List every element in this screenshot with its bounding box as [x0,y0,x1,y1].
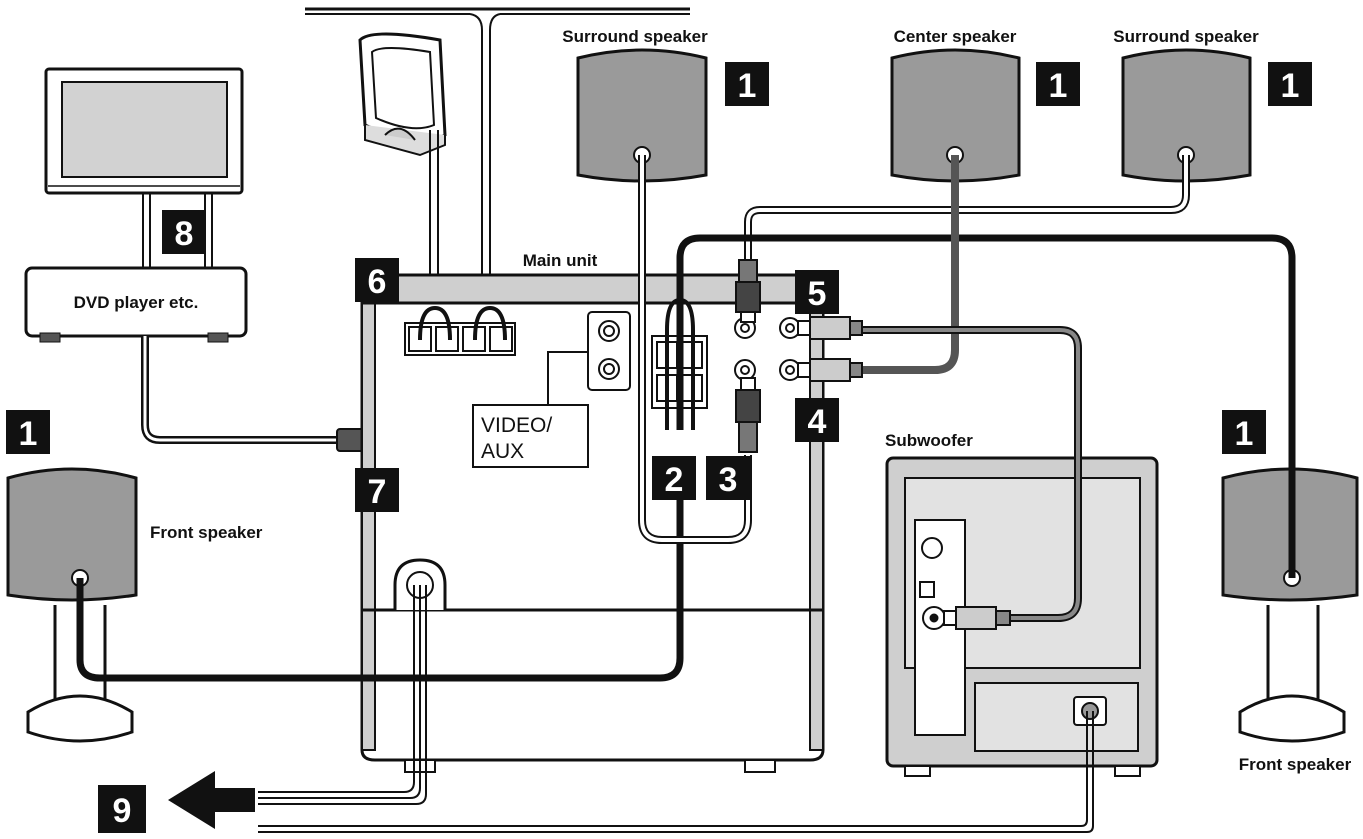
badge-surround-left-num: 1 [738,67,757,105]
video-aux-label-1: VIDEO/ [481,414,552,437]
badge-step4-num: 4 [808,403,827,441]
badge-surround-left [725,62,769,106]
video-aux-label-2: AUX [481,440,524,463]
badge-step9-num: 9 [113,792,132,830]
subwoofer [885,456,1159,777]
surround-speaker-left-label: Surround speaker [562,27,708,46]
video-aux-jacks [472,311,631,468]
badge-step8-num: 8 [175,215,194,253]
center-speaker-label: Center speaker [894,27,1017,46]
badge-step2 [652,456,696,500]
badge-step6-num: 6 [368,263,387,301]
rca-plugs [797,316,1011,630]
dvd-player [24,266,248,343]
surround-right-cable [744,155,1190,275]
am-loop-antenna [358,32,447,300]
television [44,67,244,195]
badge-step2-num: 2 [665,461,684,499]
badge-front-right [1222,410,1266,454]
badge-center [1036,62,1080,106]
badge-step9 [98,785,146,833]
surround-speaker-right-label: Surround speaker [1113,27,1259,46]
badge-front-left-num: 1 [19,415,38,453]
outlet-arrow-icon [168,771,255,829]
front-right-cable [676,234,1296,578]
step-badges: 1 1 1 1 1 2 3 4 5 6 7 8 9 [6,62,1312,833]
front-speaker-left-label: Front speaker [150,523,263,542]
fm-antenna [305,7,690,300]
antenna-terminals [404,305,516,356]
badge-step4 [795,398,839,442]
badge-front-right-num: 1 [1235,415,1254,453]
badge-step5-num: 5 [808,275,827,313]
badge-step3 [706,456,750,500]
badge-front-left [6,410,50,454]
power-cords [258,585,1094,833]
dvd-player-label: DVD player etc. [74,293,199,312]
badge-step7-num: 7 [368,473,387,511]
front-speaker-right-label: Front speaker [1239,755,1352,774]
front-left-cable [76,500,684,682]
badge-step8 [162,210,206,254]
badge-surround-right-num: 1 [1281,67,1300,105]
subwoofer-label: Subwoofer [885,431,973,450]
badge-center-num: 1 [1049,67,1068,105]
main-unit-label: Main unit [523,251,598,270]
subwoofer-cable [860,326,1082,622]
center-cable [860,155,959,374]
surround-plugs [735,259,761,453]
badge-step7 [355,468,399,512]
badge-step5 [795,270,839,314]
terminal-cable-loops [665,298,695,430]
badge-step6 [355,258,399,302]
badge-surround-right [1268,62,1312,106]
front-speaker-left [6,467,138,743]
surround-left-cable [638,155,752,544]
badge-step3-num: 3 [719,461,738,499]
